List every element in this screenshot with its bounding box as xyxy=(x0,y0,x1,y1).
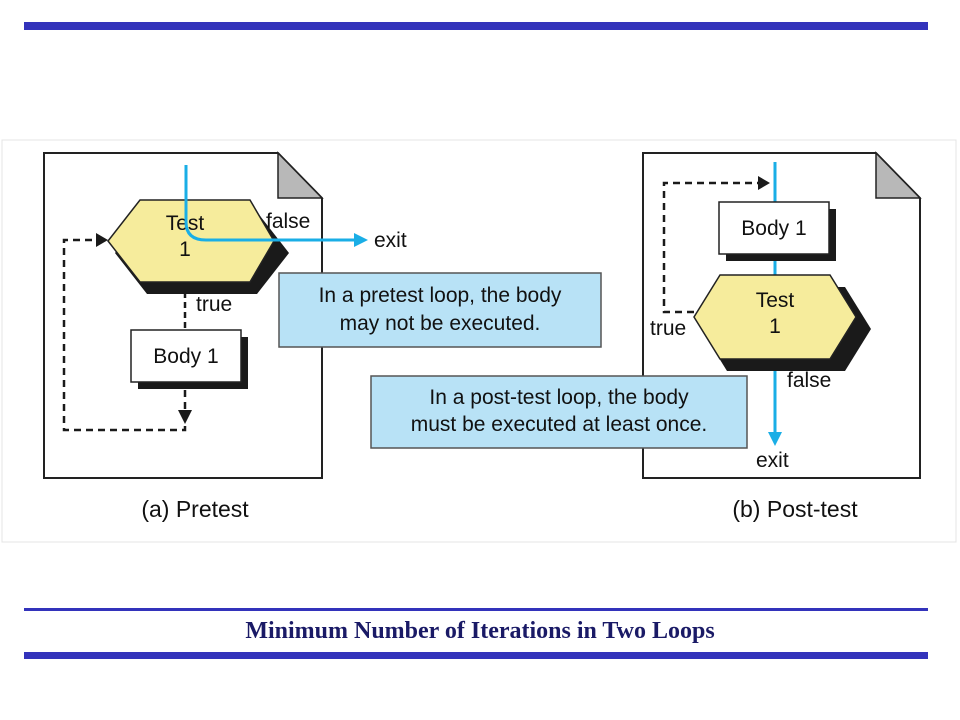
posttest-flow-arrowhead xyxy=(768,432,782,446)
posttest-loop-arrowhead xyxy=(758,176,770,190)
pretest-body-label: Body 1 xyxy=(153,345,218,368)
posttest-note: In a post-test loop, the body must be ex… xyxy=(370,375,748,449)
posttest-subcaption: (b) Post-test xyxy=(732,496,858,522)
posttest-note-box xyxy=(370,375,748,449)
loop-comparison-figure: Test 1 false exit true Body 1 (a) Pretes… xyxy=(1,139,957,543)
pretest-flow-arrow xyxy=(184,165,356,242)
pretest-loop-arrowhead xyxy=(96,233,108,247)
pretest-true-label: true xyxy=(196,293,232,316)
pretest-test-number: 1 xyxy=(179,238,191,261)
pretest-note: In a pretest loop, the body may not be e… xyxy=(278,272,602,348)
figure-border xyxy=(1,139,957,543)
pretest-page-fold xyxy=(277,151,324,199)
posttest-exit-label: exit xyxy=(756,449,789,472)
posttest-panel: Body 1 Test 1 true false exit (b) Post-t… xyxy=(642,151,922,522)
pretest-down-arrowhead xyxy=(178,410,192,424)
caption-rule-bottom xyxy=(24,652,928,659)
caption-rule-top xyxy=(24,608,928,611)
pretest-false-label: false xyxy=(266,210,310,233)
posttest-test-label: Test xyxy=(756,289,795,312)
posttest-test-number: 1 xyxy=(769,315,781,338)
pretest-panel: Test 1 false exit true Body 1 (a) Pretes… xyxy=(43,151,407,522)
pretest-note-line-2: may not be executed. xyxy=(340,312,541,335)
pretest-test-shape xyxy=(107,199,275,283)
posttest-true-label: true xyxy=(650,317,686,340)
pretest-subcaption: (a) Pretest xyxy=(141,496,249,522)
posttest-note-line-2: must be executed at least once. xyxy=(411,413,708,436)
posttest-loop-back-line xyxy=(662,181,760,314)
pretest-exit-label: exit xyxy=(374,229,407,252)
posttest-note-line-1: In a post-test loop, the body xyxy=(429,386,689,409)
pretest-note-box xyxy=(278,272,602,348)
pretest-note-line-1: In a pretest loop, the body xyxy=(319,284,562,307)
pretest-flow-arrowhead xyxy=(354,233,368,247)
posttest-body-label: Body 1 xyxy=(741,217,806,240)
posttest-body-box xyxy=(718,201,830,255)
posttest-test-shape xyxy=(693,274,857,360)
top-rule xyxy=(24,22,928,30)
posttest-false-label: false xyxy=(787,369,831,392)
pretest-body-box xyxy=(130,329,242,383)
posttest-page-fold xyxy=(875,151,922,199)
slide-caption: Minimum Number of Iterations in Two Loop… xyxy=(245,618,715,644)
